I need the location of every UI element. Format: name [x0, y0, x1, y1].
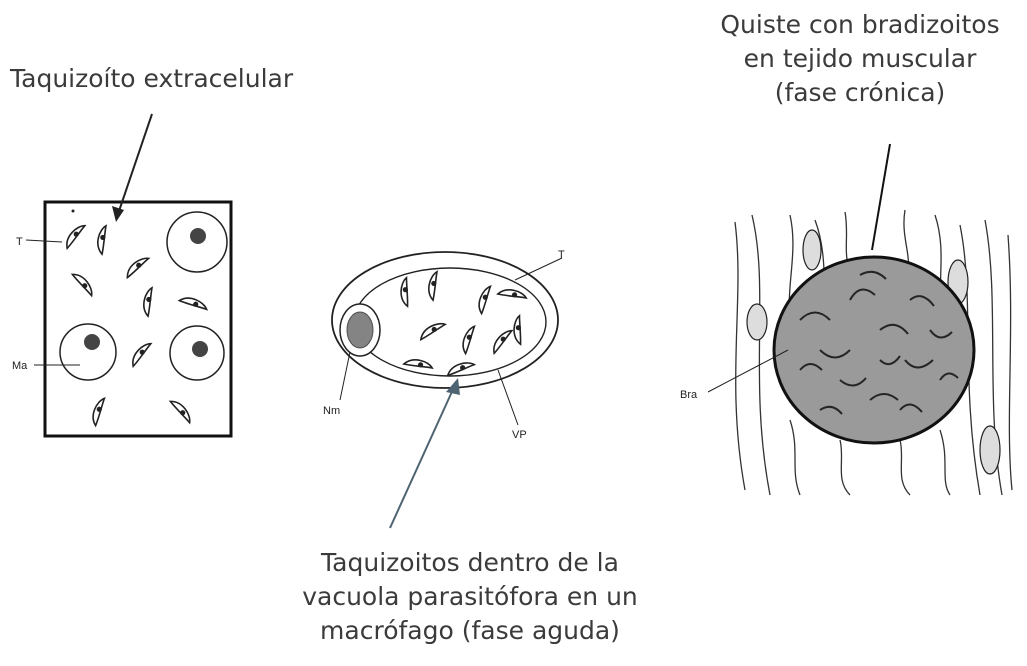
- macrophage-nucleus: [190, 228, 206, 244]
- tachyzoite: [93, 225, 111, 254]
- macrophage-nucleus: [84, 334, 100, 350]
- caption-cyst: Quiste con bradizoitos en tejido muscula…: [695, 8, 1025, 110]
- tachyzoite: [61, 223, 88, 248]
- tachyzoite: [488, 328, 515, 353]
- caption-extracellular: Taquizoíto extracelular: [10, 62, 293, 96]
- label-VP: VP: [512, 429, 527, 441]
- caption-line: Quiste con bradizoitos: [695, 8, 1025, 42]
- tachyzoite: [179, 293, 208, 315]
- arrow-cyst: [872, 144, 890, 250]
- muscle-cyst-panel: Bra: [680, 210, 1012, 495]
- caption-line: en tejido muscular: [695, 42, 1025, 76]
- label-Ma: Ma: [12, 360, 28, 372]
- label-Nm: Nm: [323, 405, 340, 417]
- muscle-nucleus: [980, 426, 1000, 474]
- pointer-arrows: [112, 114, 890, 528]
- label-Bra: Bra: [680, 389, 698, 401]
- macrophage-cell: [60, 324, 116, 380]
- label-T: T: [16, 236, 23, 248]
- tachyzoite: [424, 271, 442, 300]
- tachyzoite: [127, 341, 154, 366]
- tachyzoite: [398, 277, 412, 306]
- tachyzoite: [498, 285, 527, 303]
- arrow-extracellular: [118, 114, 152, 214]
- caption-line: (fase crónica): [695, 76, 1025, 110]
- tachyzoite: [446, 361, 475, 375]
- caption-line: macrófago (fase aguda): [265, 614, 675, 648]
- tachyzoite: [170, 397, 192, 426]
- tachyzoite: [88, 397, 110, 426]
- caption-line: Taquizoitos dentro de la: [265, 546, 675, 580]
- tachyzoite: [458, 325, 480, 354]
- extracellular-panel: T Ma: [12, 202, 231, 436]
- tissue-cyst: [774, 257, 974, 443]
- tachyzoite: [123, 256, 152, 278]
- macrophage-nucleus: [192, 341, 208, 357]
- caption-vacuole: Taquizoitos dentro de la vacuola parasit…: [265, 546, 675, 648]
- caption-line: vacuola parasitófora en un: [265, 580, 675, 614]
- tachyzoite: [474, 285, 496, 314]
- tachyzoite: [418, 321, 447, 339]
- muscle-nucleus: [747, 304, 767, 340]
- tachyzoite: [72, 270, 94, 299]
- arrow-vacuole: [390, 385, 455, 528]
- tachyzoite: [511, 315, 525, 344]
- vacuole-panel: T Nm VP: [323, 249, 565, 441]
- tachyzoite: [139, 287, 157, 316]
- muscle-nucleus: [803, 230, 821, 270]
- label-T: T: [558, 249, 565, 261]
